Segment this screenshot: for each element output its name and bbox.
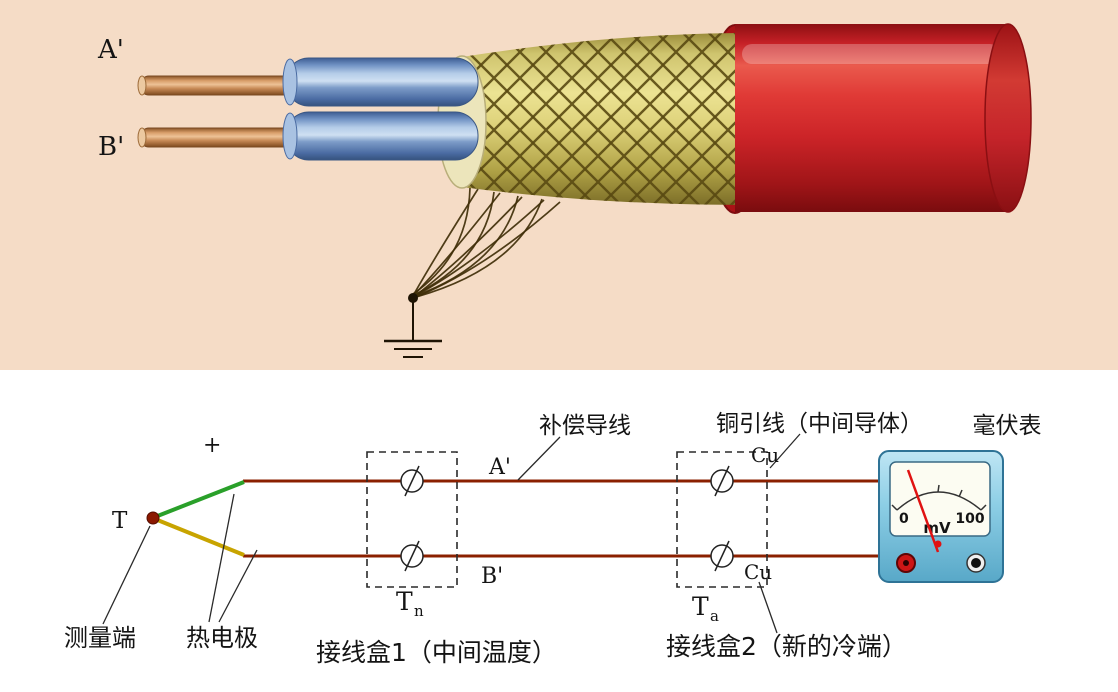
wire-b-label: B' bbox=[481, 564, 503, 589]
compensation-wire-label: 补偿导线 bbox=[539, 413, 631, 439]
label-a-prime: A' bbox=[97, 35, 124, 65]
meter-terminal-positive bbox=[896, 553, 916, 573]
terminal-symbol-box1-bottom bbox=[400, 540, 424, 572]
leader-junction-box-2 bbox=[758, 581, 778, 634]
tn-subscript: n bbox=[414, 602, 424, 620]
terminal-symbol-box1-top bbox=[400, 465, 424, 497]
leader-copper-lead bbox=[769, 433, 801, 469]
label-b-prime: B' bbox=[98, 132, 124, 162]
meter-needle bbox=[906, 469, 940, 553]
leader-lines bbox=[102, 433, 801, 634]
cu-label-bottom: Cu bbox=[744, 560, 772, 584]
meter-dial bbox=[889, 461, 991, 537]
shield-braid-texture bbox=[462, 33, 752, 205]
cable-illustration: A' B' bbox=[97, 23, 1032, 358]
leader-electrode-b bbox=[218, 549, 258, 623]
terminal-symbol-box2-top bbox=[710, 465, 734, 497]
jacket-end-cap bbox=[984, 23, 1032, 213]
leader-measuring-end bbox=[102, 525, 151, 625]
plus-sign-label: + bbox=[203, 433, 221, 458]
jacket-highlight bbox=[742, 44, 1000, 64]
meter-needle-pivot bbox=[934, 540, 942, 548]
ground-connection-dot bbox=[408, 293, 418, 303]
circuit-diagram: 0 100 mV + T A' B' 补偿 bbox=[64, 411, 1042, 667]
tn-label: T bbox=[396, 587, 413, 616]
leader-compensation-wire bbox=[517, 436, 561, 481]
leader-electrode-a bbox=[208, 493, 235, 623]
meter-scale-max-label: 100 bbox=[955, 511, 984, 527]
millivoltmeter-label: 毫伏表 bbox=[973, 413, 1042, 439]
drain-wire-braid bbox=[412, 187, 561, 298]
junction-box-1-label: 接线盒1（中间温度） bbox=[316, 638, 557, 667]
positive-electrode-wire bbox=[154, 480, 245, 519]
junction-box-2-label: 接线盒2（新的冷端） bbox=[666, 632, 907, 661]
copper-lead-label: 铜引线（中间导体） bbox=[716, 411, 923, 437]
braid-strands-se bbox=[462, 33, 752, 205]
insulation-b-tube bbox=[282, 111, 479, 161]
ta-subscript: a bbox=[710, 607, 719, 625]
ground-symbol bbox=[384, 293, 442, 358]
thermocouple-junction bbox=[146, 511, 160, 525]
millivoltmeter: 0 100 mV bbox=[878, 450, 1004, 583]
measuring-end-label: 测量端 bbox=[64, 624, 136, 652]
cu-label-top: Cu bbox=[751, 443, 779, 467]
meter-scale-min-label: 0 bbox=[899, 511, 909, 527]
meter-scale-arc bbox=[896, 491, 982, 511]
outer-jacket bbox=[735, 24, 1008, 212]
ta-label: T bbox=[692, 592, 709, 621]
negative-electrode-wire bbox=[154, 517, 245, 557]
junction-box-2 bbox=[676, 451, 768, 588]
terminal-symbol-box2-bottom bbox=[710, 540, 734, 572]
junction-box-1 bbox=[366, 451, 458, 588]
conductor-b-wire bbox=[137, 127, 321, 148]
meter-terminal-negative bbox=[966, 553, 986, 573]
wire-a-label: A' bbox=[488, 455, 511, 480]
thermo-electrode-label: 热电极 bbox=[186, 624, 258, 652]
junction-t-label: T bbox=[112, 508, 128, 534]
insulation-a-tube bbox=[282, 57, 479, 107]
